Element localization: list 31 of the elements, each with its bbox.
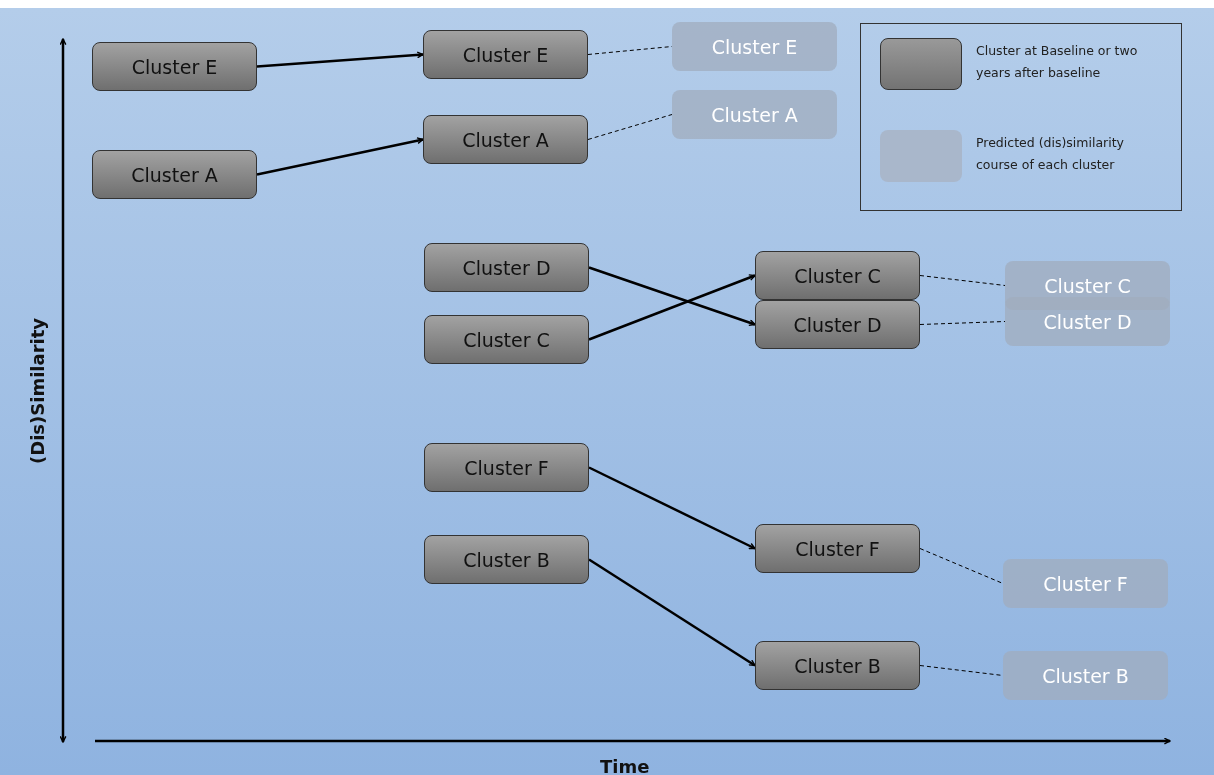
predicted-cluster-box: Cluster D	[1005, 297, 1170, 346]
cluster-box: Cluster E	[92, 42, 257, 91]
cluster-box: Cluster D	[424, 243, 589, 292]
cluster-box: Cluster F	[755, 524, 920, 573]
legend-text: Predicted (dis)similarity course of each cluster	[976, 134, 1125, 174]
dashed-line	[587, 114, 673, 140]
cluster-box: Cluster D	[755, 300, 920, 349]
cluster-box: Cluster A	[423, 115, 588, 164]
arrow	[588, 558, 756, 667]
cluster-box: Cluster A	[92, 150, 257, 199]
arrow	[588, 274, 756, 341]
cluster-box: Cluster E	[423, 30, 588, 79]
cluster-box: Cluster C	[755, 251, 920, 300]
predicted-cluster-box: Cluster F	[1003, 559, 1168, 608]
arrow	[256, 137, 424, 176]
cluster-box: Cluster B	[424, 535, 589, 584]
arrow	[588, 266, 756, 327]
axis-label: Time	[600, 756, 650, 775]
predicted-cluster-box: Cluster E	[672, 22, 837, 71]
cluster-box: Cluster C	[424, 315, 589, 364]
dashed-line	[919, 548, 1004, 584]
predicted-cluster-box: Cluster A	[672, 90, 837, 139]
legend-text: Cluster at Baseline or two years after baseline	[976, 42, 1139, 82]
cluster-box: Cluster B	[755, 641, 920, 690]
predicted-cluster-box: Cluster B	[1003, 651, 1168, 700]
arrow	[256, 51, 424, 68]
cluster-box: Cluster F	[424, 443, 589, 492]
dashed-line	[919, 321, 1006, 325]
axis-label: (Dis)Similarity	[26, 318, 48, 464]
arrow	[588, 466, 756, 550]
dashed-line	[919, 275, 1006, 286]
